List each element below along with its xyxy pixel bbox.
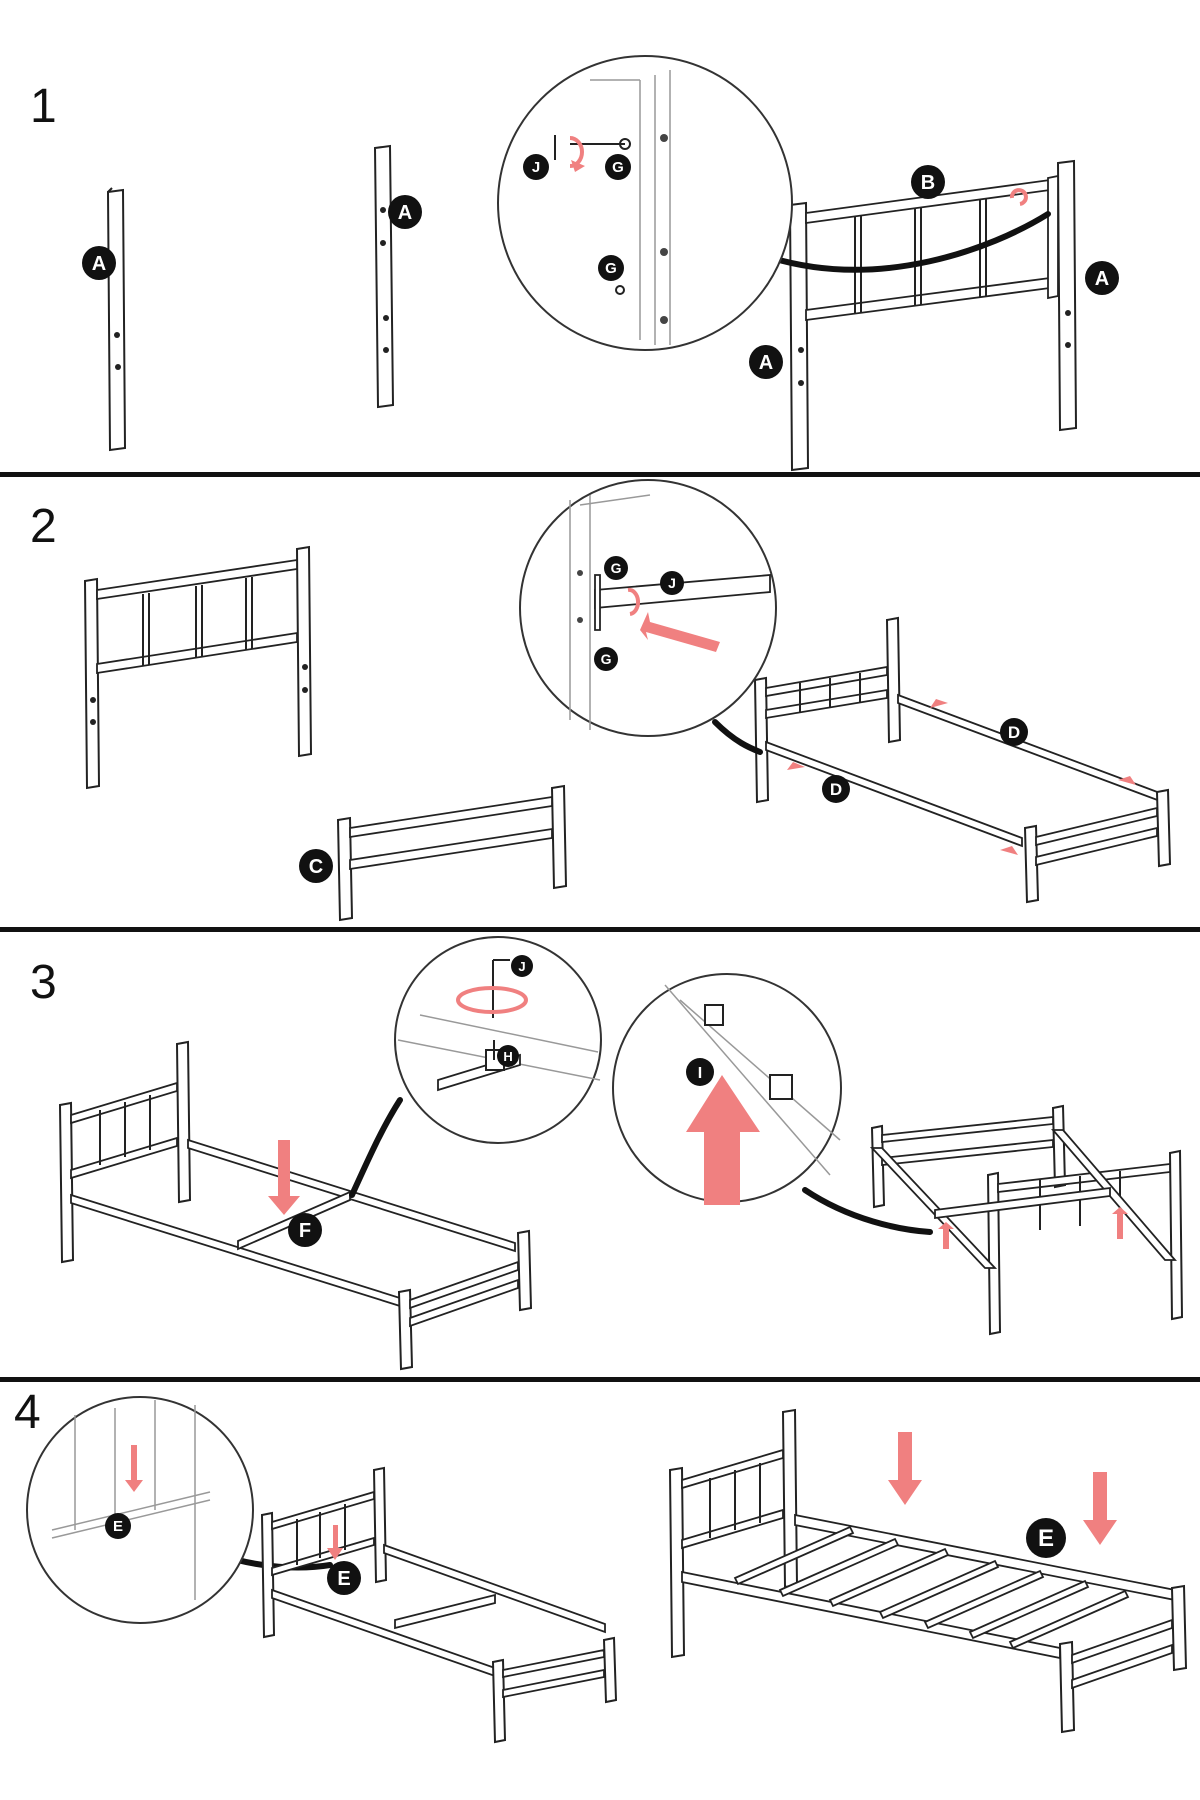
svg-text:E: E: [337, 1568, 350, 1590]
detail-circle-2: [519, 479, 777, 755]
label-d-2: D: [822, 775, 850, 803]
post-a-left: [106, 187, 127, 452]
svg-text:I: I: [698, 1065, 702, 1082]
svg-text:F: F: [299, 1220, 311, 1242]
svg-text:J: J: [532, 159, 540, 176]
label-a-2: A: [388, 195, 422, 229]
step-number-1: 1: [30, 80, 57, 133]
step-number-3: 3: [30, 956, 57, 1009]
detail-circle-h-j: [349, 936, 602, 1198]
headboard: [83, 545, 313, 790]
label-g-4: G: [594, 647, 618, 671]
svg-text:G: G: [601, 651, 612, 667]
svg-text:D: D: [830, 780, 842, 799]
detail-circle-e: [26, 1396, 333, 1624]
headboard-assembled: [788, 159, 1078, 472]
label-j-3: J: [511, 955, 533, 977]
step-4: E E E: [26, 1396, 1188, 1744]
label-a-4: A: [749, 345, 783, 379]
frame-with-side-rails: [753, 616, 1172, 904]
divider-2: [0, 927, 1200, 932]
label-e-3: E: [1026, 1518, 1066, 1558]
label-b: B: [911, 165, 945, 199]
svg-text:B: B: [921, 172, 935, 194]
label-g-1: G: [605, 154, 631, 180]
label-e-2: E: [327, 1561, 361, 1595]
svg-text:D: D: [1008, 723, 1020, 742]
step-1: A A A A B J G G: [82, 55, 1119, 472]
frame-with-slats: [668, 1408, 1188, 1734]
svg-text:E: E: [113, 1518, 123, 1535]
step-2: C D D G J G: [83, 479, 1172, 922]
label-c: C: [299, 849, 333, 883]
svg-text:A: A: [759, 352, 773, 374]
label-j-1: J: [523, 154, 549, 180]
label-a-3: A: [1085, 261, 1119, 295]
svg-text:J: J: [668, 575, 676, 591]
svg-text:C: C: [309, 856, 323, 878]
svg-text:H: H: [503, 1049, 512, 1064]
detail-circle-i: [612, 973, 933, 1235]
label-g-3: G: [604, 556, 628, 580]
frame-upright: [869, 1104, 1184, 1336]
label-h: H: [497, 1045, 519, 1067]
svg-text:G: G: [611, 560, 622, 576]
frame-with-center-rail: [260, 1466, 618, 1744]
svg-text:J: J: [518, 959, 525, 974]
step-number-2: 2: [30, 500, 57, 553]
svg-text:A: A: [1095, 268, 1109, 290]
svg-text:G: G: [605, 260, 617, 277]
label-i: I: [686, 1058, 714, 1086]
label-e-1: E: [105, 1513, 131, 1539]
detail-circle-1: [497, 55, 1051, 351]
divider-1: [0, 472, 1200, 477]
label-d-1: D: [1000, 718, 1028, 746]
post-a-middle: [373, 144, 395, 409]
label-a-1: A: [82, 246, 116, 280]
step-number-4: 4: [14, 1386, 41, 1439]
svg-text:A: A: [398, 202, 412, 224]
svg-text:A: A: [92, 253, 106, 275]
divider-3: [0, 1377, 1200, 1382]
label-f: F: [288, 1213, 322, 1247]
svg-text:E: E: [1038, 1525, 1054, 1552]
step-3: F J H I: [58, 936, 1184, 1371]
label-j-2: J: [660, 571, 684, 595]
label-g-2: G: [598, 255, 624, 281]
svg-text:G: G: [612, 159, 624, 176]
footboard-c: [336, 784, 568, 922]
